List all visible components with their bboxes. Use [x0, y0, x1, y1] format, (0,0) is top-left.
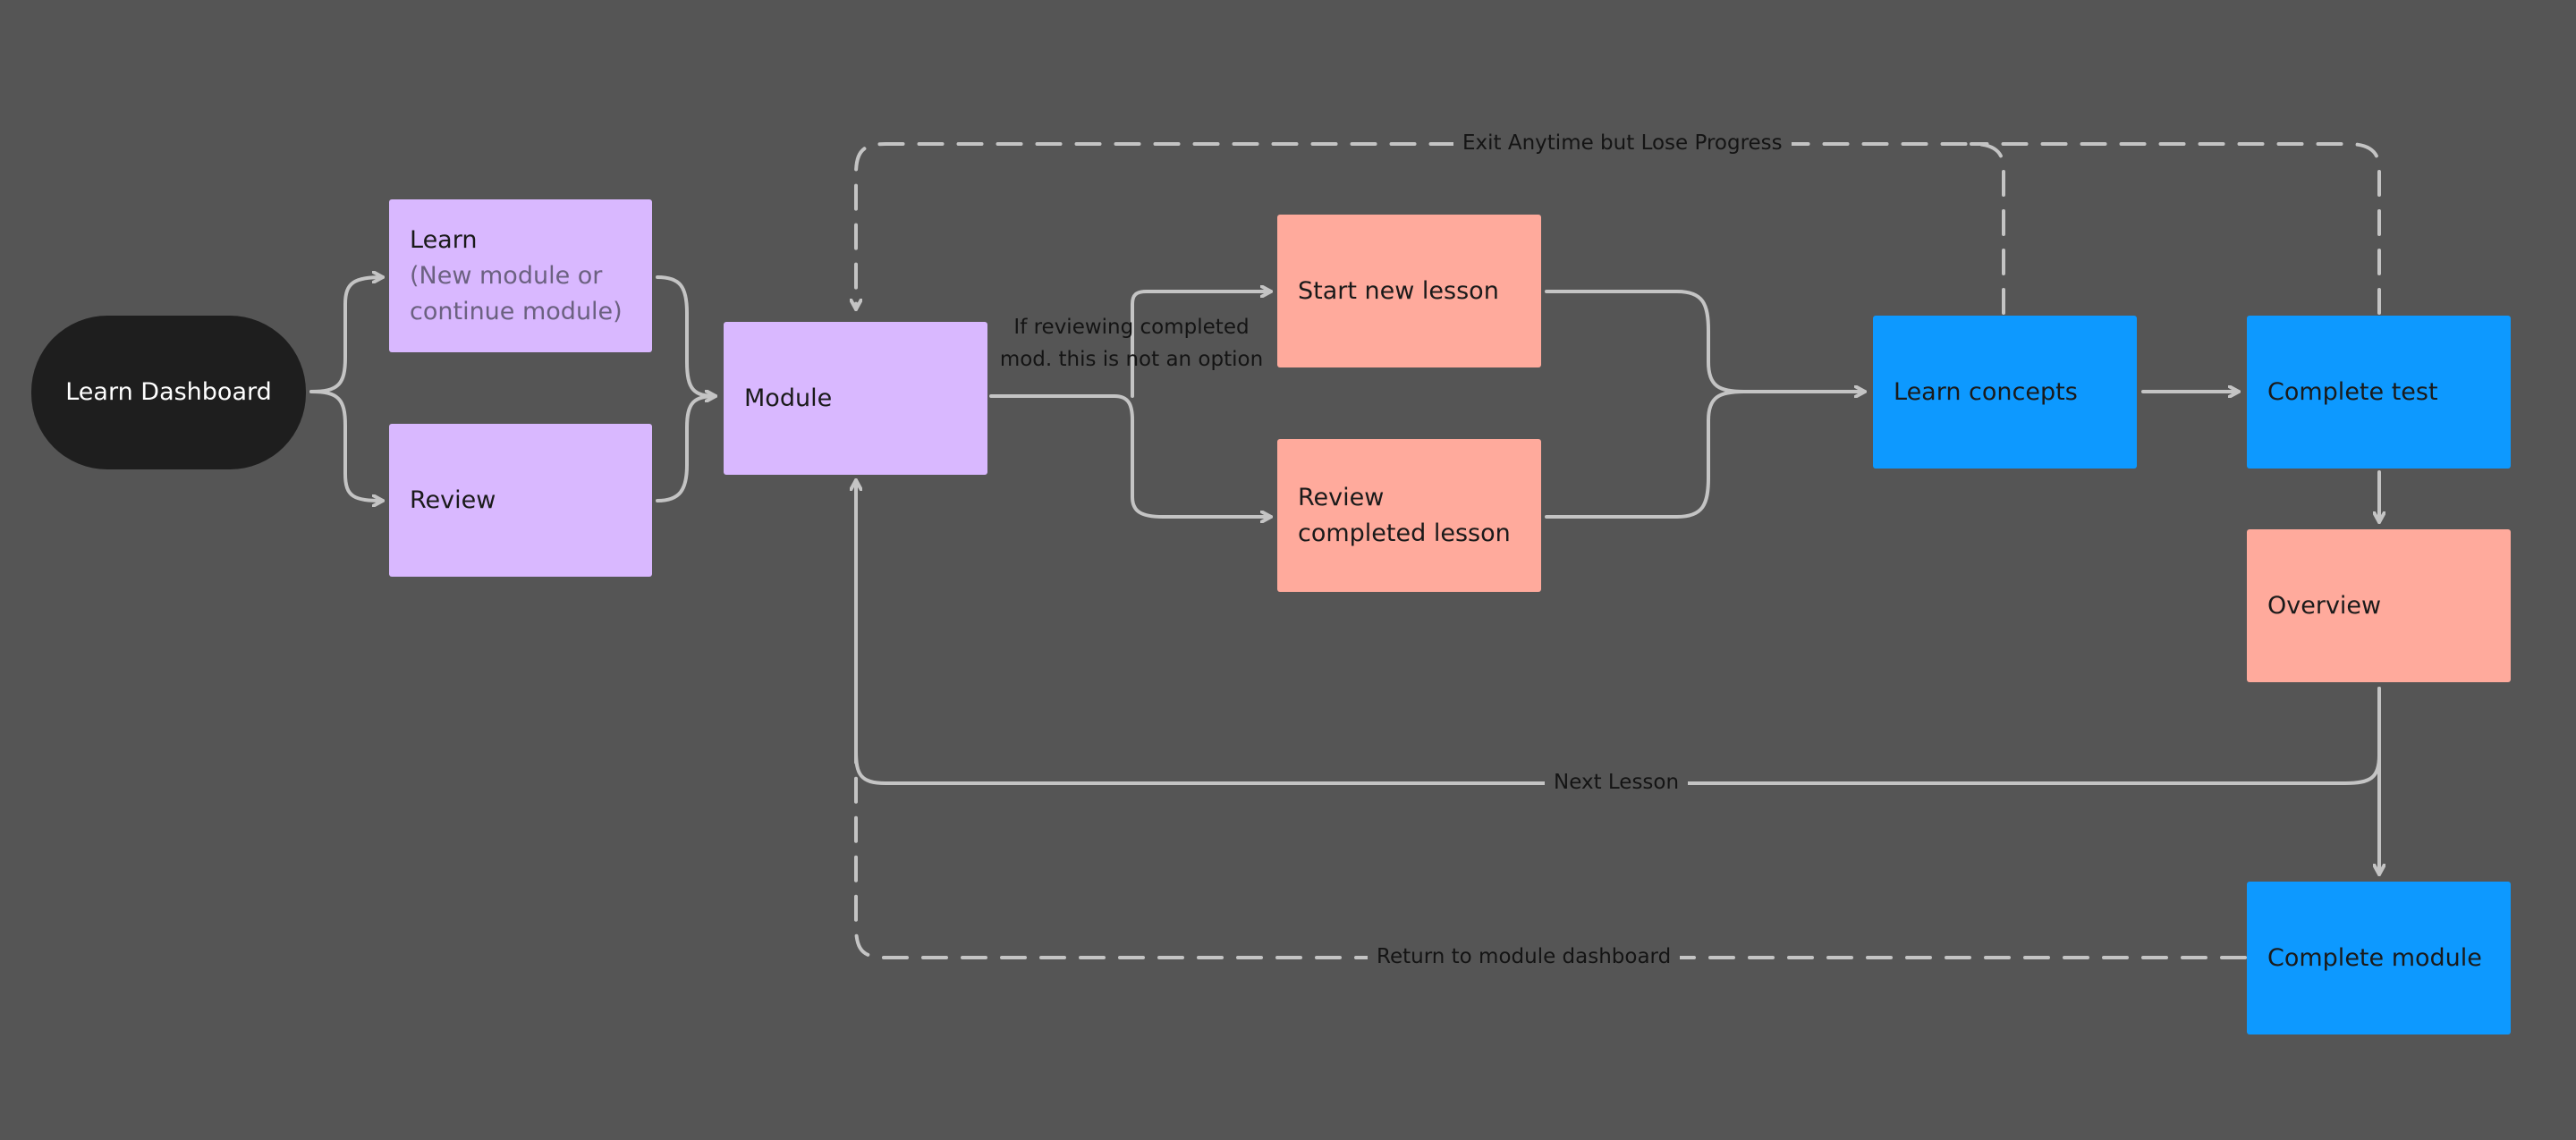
edge-dashboard-learn — [309, 277, 385, 393]
note-line-1: If reviewing completed — [1013, 316, 1250, 339]
node-overview: Overview — [2247, 529, 2511, 682]
node-start-new-lesson-label: Start new lesson — [1298, 276, 1499, 305]
node-review-label: Review — [410, 486, 496, 514]
node-review-completed-label-1: Review — [1298, 483, 1385, 511]
edge-start-concepts — [1545, 290, 1867, 392]
edge-next-lesson — [856, 478, 2381, 785]
note-line-2: mod. this is not an option — [999, 348, 1264, 371]
node-overview-label: Overview — [2267, 591, 2382, 620]
node-learn-concepts-label: Learn concepts — [1894, 377, 2078, 406]
node-start-new-lesson: Start new lesson — [1277, 215, 1541, 367]
label-exit-anytime: Exit Anytime but Lose Progress — [1453, 130, 1792, 156]
node-complete-module-label: Complete module — [2267, 943, 2482, 972]
node-review-completed-label-2: completed lesson — [1298, 519, 1511, 547]
node-review-completed-lesson: Review completed lesson — [1277, 439, 1541, 592]
edge-review-module — [656, 396, 717, 502]
node-learn-dashboard-label: Learn Dashboard — [65, 378, 272, 406]
label-return-module: Return to module dashboard — [1368, 943, 1681, 970]
node-learn-concepts: Learn concepts — [1873, 316, 2137, 469]
edge-exit-from-test — [1970, 142, 2381, 315]
node-learn-label: Learn — [410, 225, 478, 254]
node-module: Module — [724, 322, 987, 475]
node-learn-sub-1: (New module or — [410, 261, 603, 290]
node-learn-sub-2: continue module) — [410, 297, 623, 325]
note-reviewing-completed: If reviewing completed mod. this is not … — [993, 311, 1270, 376]
edge-return-module — [854, 481, 2247, 959]
node-complete-test: Complete test — [2247, 316, 2511, 469]
edge-dashboard-review — [309, 390, 385, 501]
edge-learn-module — [656, 275, 717, 396]
edge-module-start-lesson — [1131, 291, 1273, 398]
node-learn: Learn (New module or continue module) — [389, 199, 652, 352]
edge-module-review-lesson — [989, 394, 1273, 517]
node-learn-dashboard: Learn Dashboard — [31, 316, 306, 469]
edge-exit-from-concepts — [856, 142, 2005, 315]
node-complete-module: Complete module — [2247, 882, 2511, 1034]
node-module-label: Module — [744, 384, 833, 412]
edge-review-concepts — [1545, 390, 1746, 519]
node-complete-test-label: Complete test — [2267, 377, 2438, 406]
label-next-lesson: Next Lesson — [1545, 769, 1689, 796]
node-review: Review — [389, 424, 652, 577]
